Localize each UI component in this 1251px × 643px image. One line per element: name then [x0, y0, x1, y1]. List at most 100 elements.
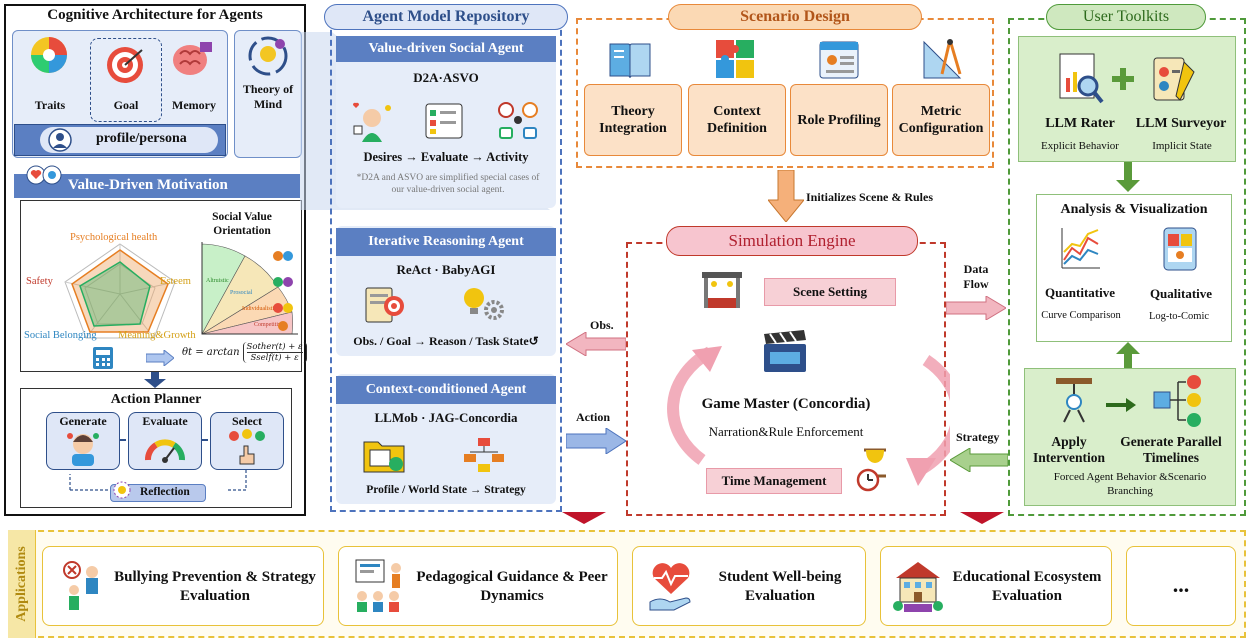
obs-label: Obs. — [590, 318, 614, 332]
scenario-item-theory-label: Theory Integration — [599, 104, 667, 136]
iterative-agent-flow: Obs. / Goal → Reason / Task State↺ — [353, 334, 539, 348]
obs-arrow — [566, 332, 626, 356]
belonging-label: Social Belonging — [24, 330, 97, 341]
llm-rater-sub: Explicit Behavior — [1041, 140, 1119, 152]
reflection-pill — [110, 484, 206, 502]
marker-left — [562, 512, 606, 524]
calculator-icon — [93, 347, 113, 369]
iterative-agent-sub: ReAct · BabyAGI — [396, 262, 496, 277]
action-arrow — [566, 428, 626, 454]
school-building-icon — [893, 562, 943, 612]
profile-label: profile/persona — [96, 131, 187, 146]
stage-icon — [702, 272, 742, 308]
app-card-pedagogical — [338, 546, 618, 626]
sim-title: Simulation Engine — [666, 226, 918, 256]
app-bullying-label: Bullying Prevention & Strategy Evaluatio… — [114, 569, 316, 604]
context-agent-title: Context-conditioned Agent — [336, 376, 556, 404]
data-flow-arrow — [946, 296, 1006, 320]
app-wellbeing-label: Student Well-being Evaluation — [718, 569, 842, 604]
scenario-item-role: Role Profiling — [790, 84, 888, 156]
intervention-card — [1024, 368, 1236, 506]
llm-surveyor-sub: Implicit State — [1152, 140, 1212, 152]
child-thinking-icon — [67, 433, 99, 466]
mind-cycle-icon — [248, 36, 288, 76]
motivation-header — [14, 174, 300, 198]
puzzle-head-icon — [31, 37, 67, 73]
up-arrow-green — [1116, 342, 1140, 368]
ruler-compass-icon — [923, 39, 962, 79]
scene-setting: Scene Setting — [764, 278, 896, 306]
crane-hook-icon — [1056, 378, 1092, 423]
context-agent-flow: Profile / World State → Strategy — [366, 484, 526, 496]
svo-title: Social Value Orientation — [212, 211, 272, 237]
apply-intervention-label: Apply Intervention — [1033, 434, 1105, 465]
down-arrow-icon — [144, 372, 166, 388]
scenario-item-metric-label: Metric Configuration — [898, 104, 984, 136]
marker-right — [960, 512, 1004, 524]
reflection-label: Reflection — [140, 486, 190, 498]
scenario-item-context-label: Context Definition — [707, 104, 767, 136]
down-arrow-green-1 — [1116, 162, 1140, 192]
brain-icon — [173, 42, 212, 75]
value-agent-flow: Desires → Evaluate → Activity — [363, 150, 529, 164]
quantitative-label: Quantitative — [1044, 285, 1116, 300]
gauge-icon — [145, 439, 185, 463]
generate-label: Generate — [59, 414, 107, 428]
scenario-item-theory: Theory Integration — [584, 84, 682, 156]
svo-individualistic: Individualistic — [242, 306, 277, 312]
qualitative-label: Qualitative — [1149, 286, 1213, 301]
quantitative-sub: Curve Comparison — [1041, 310, 1121, 321]
data-flow-label: Data Flow — [963, 262, 989, 291]
value-radar-chart — [64, 243, 176, 339]
cognitive-title: Cognitive Architecture for Agents — [47, 7, 263, 23]
generate-timelines-label: Generate Parallel Timelines — [1120, 434, 1222, 465]
action-label: Action — [576, 410, 610, 424]
target-icon — [107, 47, 143, 83]
desire-person-icon — [352, 102, 391, 142]
planner-arrows — [69, 439, 247, 491]
generate-timelines-sub: Forced Agent Behavior &Scenario Branchin… — [1053, 471, 1207, 497]
meaning-label: Meaning&Growth — [118, 330, 196, 341]
svo-diagram — [201, 242, 298, 335]
action-planner-title: Action Planner — [110, 392, 202, 407]
toolkits-title: User Toolkits — [1046, 4, 1206, 30]
svo-prosocial: Prosocial — [230, 290, 253, 296]
scenario-item-metric: Metric Configuration — [892, 84, 990, 156]
clipboard-target-icon — [365, 287, 404, 323]
org-chart-icon — [464, 438, 504, 472]
scenario-item-role-label: Role Profiling — [797, 112, 881, 128]
safety-label: Safety — [26, 276, 53, 287]
select-label: Select — [232, 414, 262, 428]
theory-of-mind-label: Theory of Mind — [242, 82, 294, 111]
hand-pick-icon — [229, 429, 265, 465]
apps-label-box — [8, 530, 36, 638]
heart-hand-icon — [649, 563, 691, 611]
narration-label: Narration&Rule Enforcement — [708, 424, 864, 439]
clapperboard-icon — [764, 330, 806, 372]
scenario-item-context: Context Definition — [688, 84, 786, 156]
line-chart-icon — [1061, 228, 1100, 269]
svo-competitive: Competitive — [254, 322, 284, 328]
motivation-title: Value-Driven Motivation — [68, 177, 228, 193]
esteem-label: Esteem — [160, 276, 191, 287]
apps-label: Applications — [14, 546, 29, 622]
lightbulb-icon — [113, 481, 131, 499]
book-icon — [609, 43, 651, 79]
cycle-arrows — [667, 346, 950, 486]
right-arrow-icon — [1106, 398, 1136, 412]
strategy-label: Strategy — [956, 430, 1000, 444]
llm-surveyor-label: LLM Surveyor — [1135, 116, 1227, 131]
branching-icon — [1153, 375, 1201, 427]
game-master-label: Game Master (Concordia) — [701, 396, 871, 412]
value-agent-title: Value-driven Social Agent — [336, 36, 556, 62]
goal-box — [90, 38, 162, 122]
app-more-label: ... — [1172, 572, 1190, 597]
app-card-more — [1126, 546, 1236, 626]
psych-label: Psychological health — [70, 232, 158, 243]
classroom-icon — [355, 559, 401, 612]
init-arrow — [768, 170, 804, 222]
id-card-icon — [819, 41, 859, 79]
formula-lhs: θt = arctan — [182, 347, 240, 358]
hourglass-clock-icon — [856, 448, 886, 492]
gears-bulb-icon — [464, 288, 504, 320]
